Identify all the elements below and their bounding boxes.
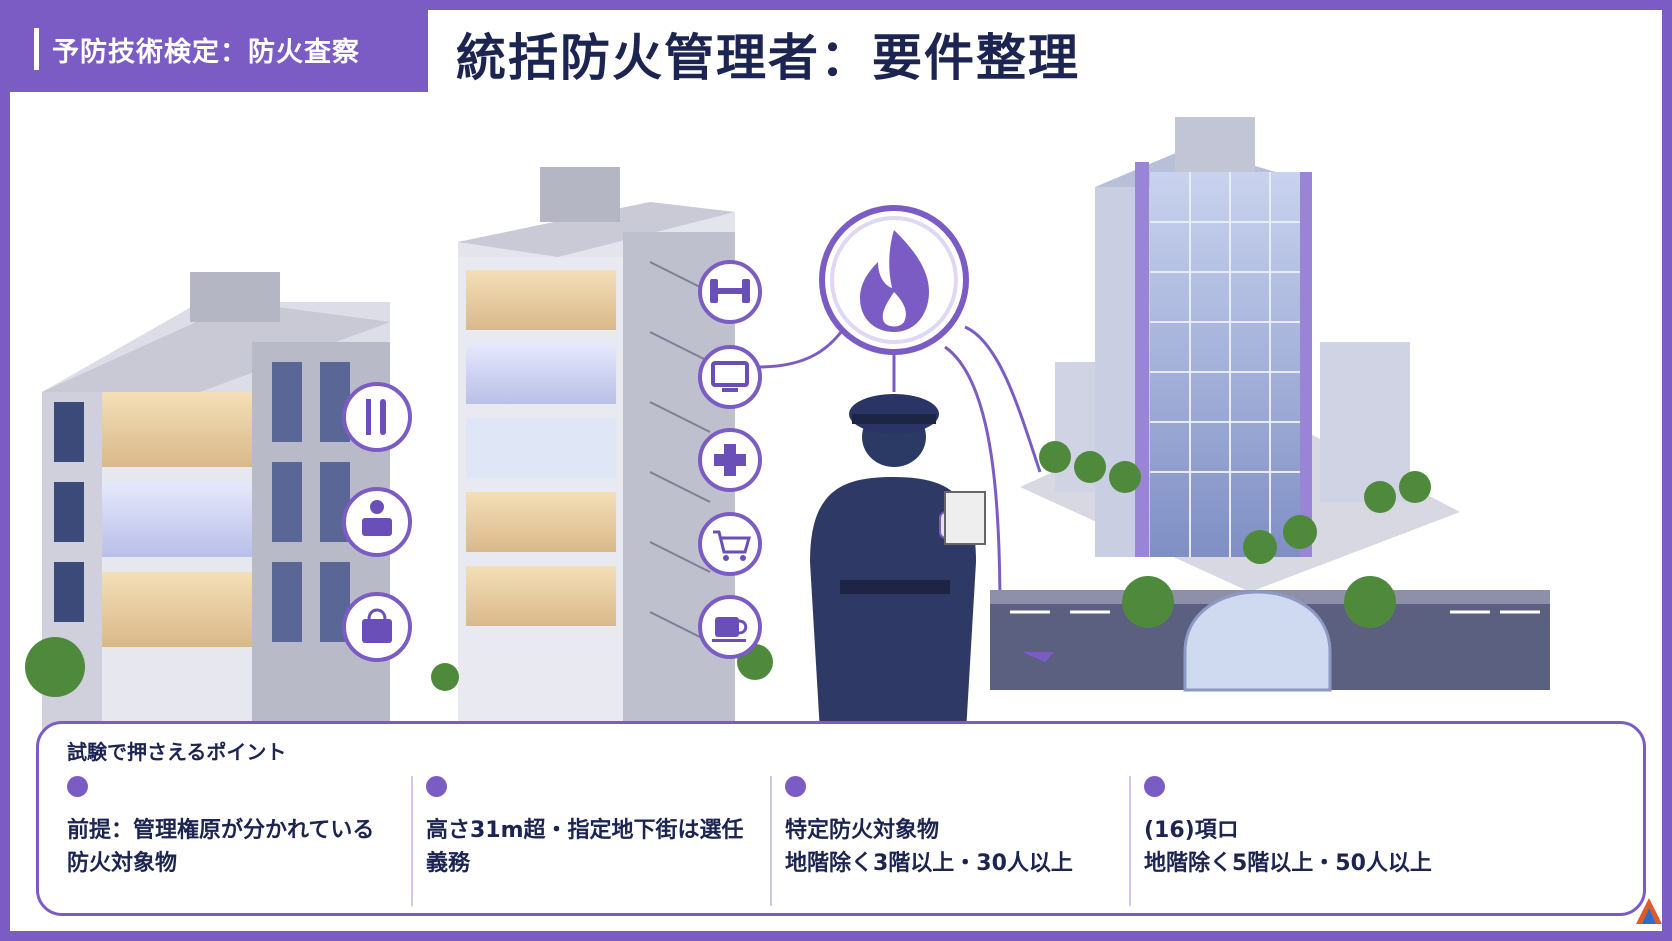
restaurant-icon — [342, 382, 412, 452]
bullet-dot — [1144, 776, 1165, 797]
point-item-4: (16)項ロ 地階除く5階以上・50人以上 — [1144, 776, 1504, 906]
medical-cross-icon — [698, 428, 762, 492]
shopping-bag-icon — [342, 592, 412, 662]
exam-points-panel: 試験で押さえるポイント 前提：管理権原が分かれている 防火対象物 高さ31m超・… — [36, 721, 1646, 916]
category-label: 予防技術検定：防火査察 — [52, 37, 360, 68]
coffee-cup-icon — [698, 595, 762, 659]
point-text: 特定防火対象物 地階除く3階以上・30人以上 — [785, 818, 1073, 876]
category-tag: 予防技術検定：防火査察 — [10, 10, 428, 92]
tag-accent-bar — [34, 28, 39, 70]
column-divider — [1129, 776, 1131, 906]
monitor-icon — [698, 345, 762, 409]
illustration-scene — [25, 117, 1550, 732]
office-tower — [1020, 117, 1460, 592]
building-middle — [458, 167, 735, 732]
slide-frame: 予防技術検定：防火査察 統括防火管理者：要件整理 — [10, 10, 1662, 931]
point-item-1: 前提：管理権原が分かれている 防火対象物 — [67, 776, 427, 906]
office-worker-icon — [342, 487, 412, 557]
connector-lines — [757, 325, 1042, 654]
underground-mall — [990, 590, 1550, 692]
bullet-dot — [426, 776, 447, 797]
point-item-3: 特定防火対象物 地階除く3階以上・30人以上 — [785, 776, 1145, 906]
shopping-cart-icon — [698, 512, 762, 576]
brand-logo-icon — [1636, 898, 1662, 924]
bullet-dot — [67, 776, 88, 797]
dumbbell-icon — [698, 260, 762, 324]
bullet-dot — [785, 776, 806, 797]
building-left — [42, 272, 390, 732]
page-title: 統括防火管理者：要件整理 — [456, 29, 1080, 87]
point-text: 前提：管理権原が分かれている 防火対象物 — [67, 818, 375, 876]
point-item-2: 高さ31m超・指定地下街は選任 義務 — [426, 776, 786, 906]
column-divider — [770, 776, 772, 906]
trees — [25, 441, 1431, 697]
fire-inspector — [810, 394, 986, 732]
panel-title: 試験で押さえるポイント — [67, 740, 287, 764]
point-text: 高さ31m超・指定地下街は選任 義務 — [426, 818, 744, 876]
column-divider — [411, 776, 413, 906]
point-text: (16)項ロ 地階除く5階以上・50人以上 — [1144, 818, 1432, 876]
fire-icon — [819, 205, 969, 355]
